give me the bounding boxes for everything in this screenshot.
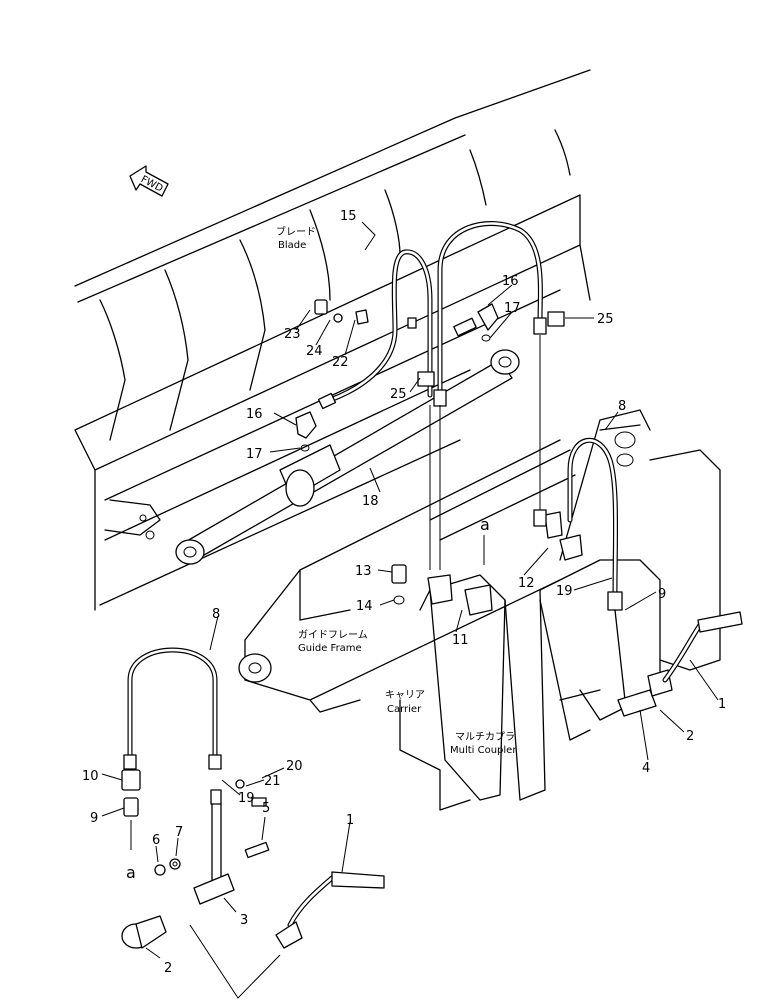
carrier-label-en: Carrier [387, 704, 422, 715]
guide-frame: ガイドフレーム Guide Frame [238, 439, 576, 713]
callout-16-right: 16 [502, 274, 519, 289]
callout-8-lower: 8 [212, 607, 220, 622]
callout-numbers: 15 23 24 22 16 17 25 25 16 17 18 8 13 14… [82, 209, 726, 976]
blade-label-en: Blade [278, 240, 306, 251]
fwd-label: FWD [139, 174, 165, 195]
multi-coupler-label-jp: マルチカプラ [455, 731, 515, 743]
ref-a-lower: a [126, 863, 136, 882]
callout-3: 3 [240, 913, 248, 928]
callout-19-lower: 19 [238, 791, 255, 806]
callout-2-upper: 2 [686, 729, 694, 744]
guide-frame-label-en: Guide Frame [298, 643, 362, 654]
callout-22: 22 [332, 355, 349, 370]
callout-17-right: 17 [504, 301, 521, 316]
blade-label-jp: ブレード [276, 225, 316, 238]
leader-lines [101, 221, 719, 959]
callout-5: 5 [262, 801, 270, 816]
callout-17-left: 17 [246, 447, 263, 462]
callout-23: 23 [284, 327, 301, 342]
callout-18: 18 [362, 494, 379, 509]
fwd-arrow-icon: FWD [129, 165, 169, 197]
callout-10: 10 [82, 769, 99, 784]
hose-15 [317, 221, 547, 570]
carrier-body: キャリア Carrier マルチカプラ Multi Coupler [385, 409, 721, 811]
callout-1-lower: 1 [346, 813, 354, 828]
callout-7: 7 [175, 825, 183, 840]
fittings-middle [391, 509, 583, 616]
pipe-3 [193, 789, 235, 905]
plug-9 [123, 797, 139, 850]
callout-20: 20 [286, 759, 303, 774]
fittings-upper [295, 299, 565, 452]
blade-body [74, 69, 591, 611]
group-bracket-line [189, 924, 281, 999]
callout-25-left: 25 [390, 387, 407, 402]
callout-14: 14 [356, 599, 373, 614]
coupler-2-exploded [121, 915, 167, 949]
callout-25-right: 25 [597, 312, 614, 327]
callout-15: 15 [340, 209, 357, 224]
cylinder-assembly [175, 349, 520, 565]
callout-9-lower: 9 [90, 811, 98, 826]
callout-1-upper: 1 [718, 697, 726, 712]
callout-2-lower: 2 [164, 961, 172, 976]
callout-9-upper: 9 [658, 587, 666, 602]
callout-8-upper: 8 [618, 399, 626, 414]
callout-13: 13 [355, 564, 372, 579]
callout-12: 12 [518, 576, 535, 591]
coupler-10 [121, 769, 141, 791]
hose-8-exploded [123, 647, 222, 770]
callout-19-upper: 19 [556, 584, 573, 599]
callout-4: 4 [642, 761, 650, 776]
hose-1-exploded [275, 871, 385, 949]
callout-24: 24 [306, 344, 323, 359]
blade-label: ブレード Blade [276, 225, 316, 251]
carrier-label-jp: キャリア [385, 690, 425, 701]
callout-6: 6 [152, 833, 160, 848]
callout-21: 21 [264, 774, 281, 789]
fittings-lower [154, 779, 270, 876]
multi-coupler-label-en: Multi Coupler [450, 745, 517, 756]
callout-11: 11 [452, 633, 469, 648]
ref-a-upper: a [480, 515, 490, 534]
hose-8-installed [567, 437, 743, 717]
callout-16-left: 16 [246, 407, 263, 422]
guide-frame-label-jp: ガイドフレーム [298, 629, 368, 641]
